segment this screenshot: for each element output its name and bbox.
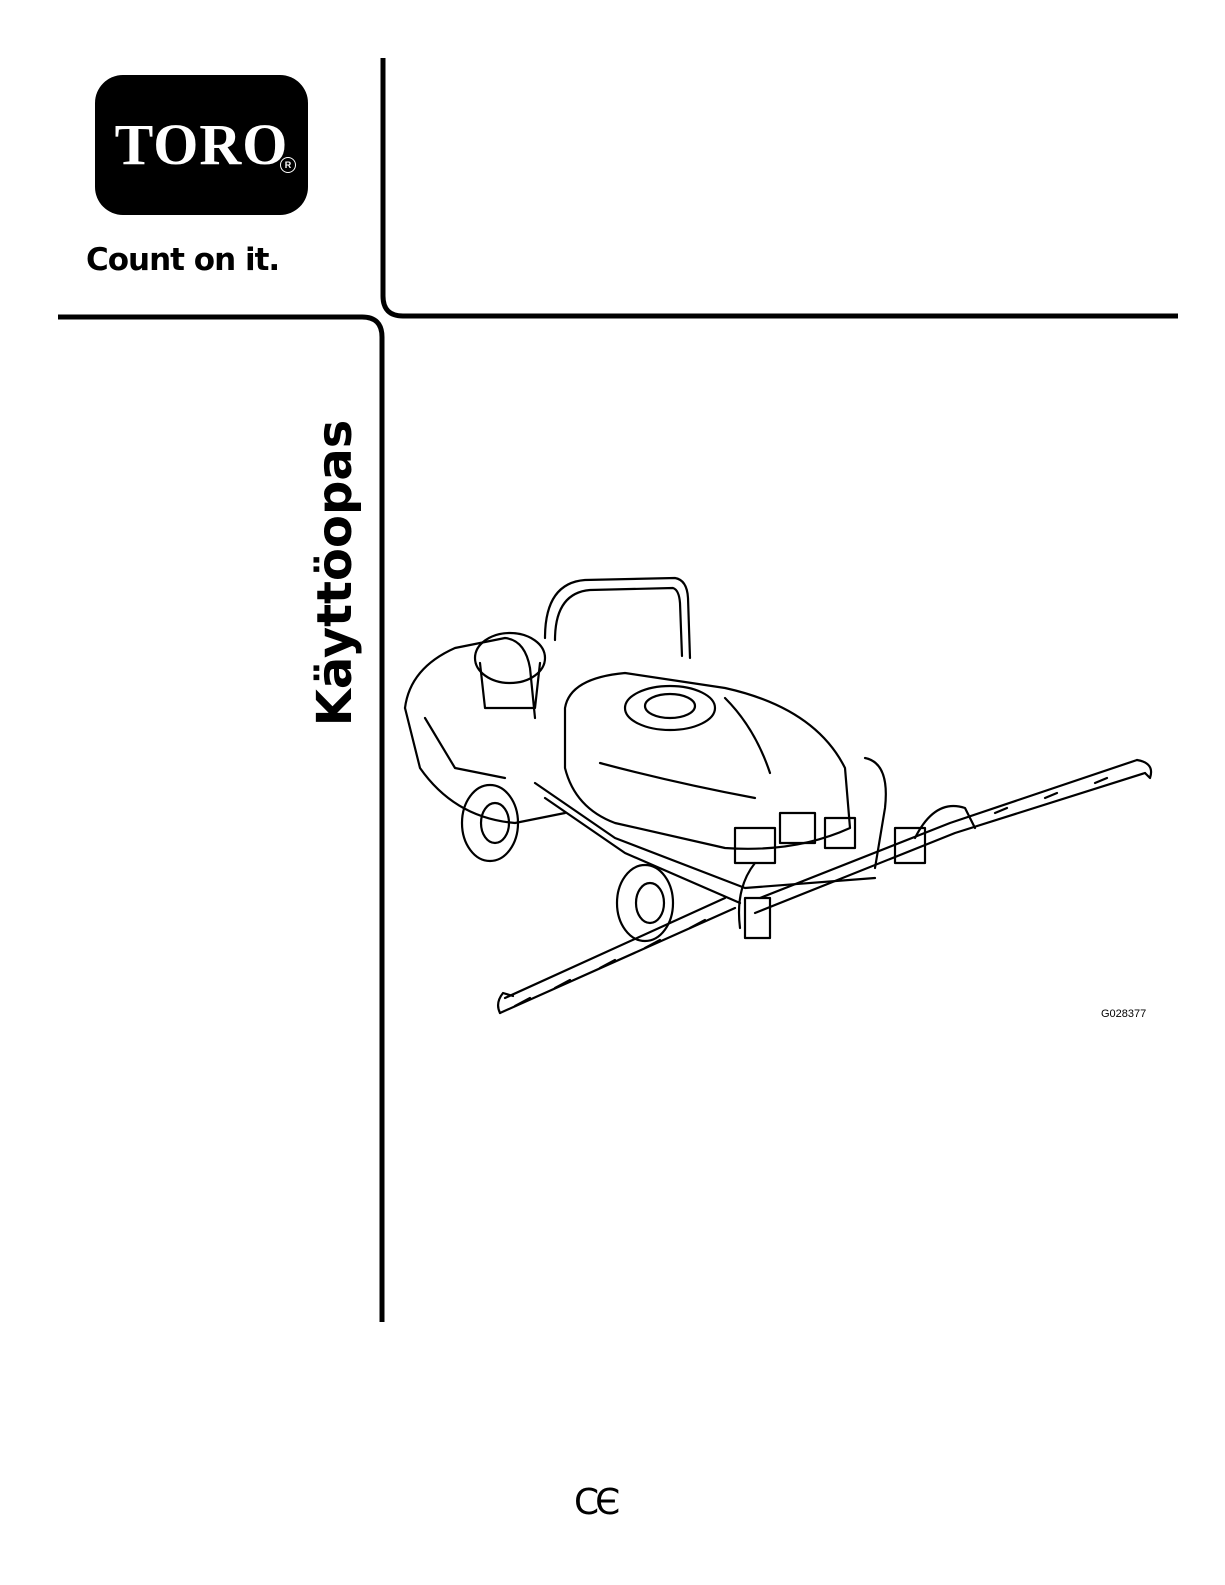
ce-mark-icon: CЄ (574, 1482, 616, 1523)
document-title: Käyttöopas (307, 393, 363, 753)
sprayer-vehicle-illustration (395, 568, 1165, 1028)
figure-code: G028377 (1101, 1008, 1146, 1020)
